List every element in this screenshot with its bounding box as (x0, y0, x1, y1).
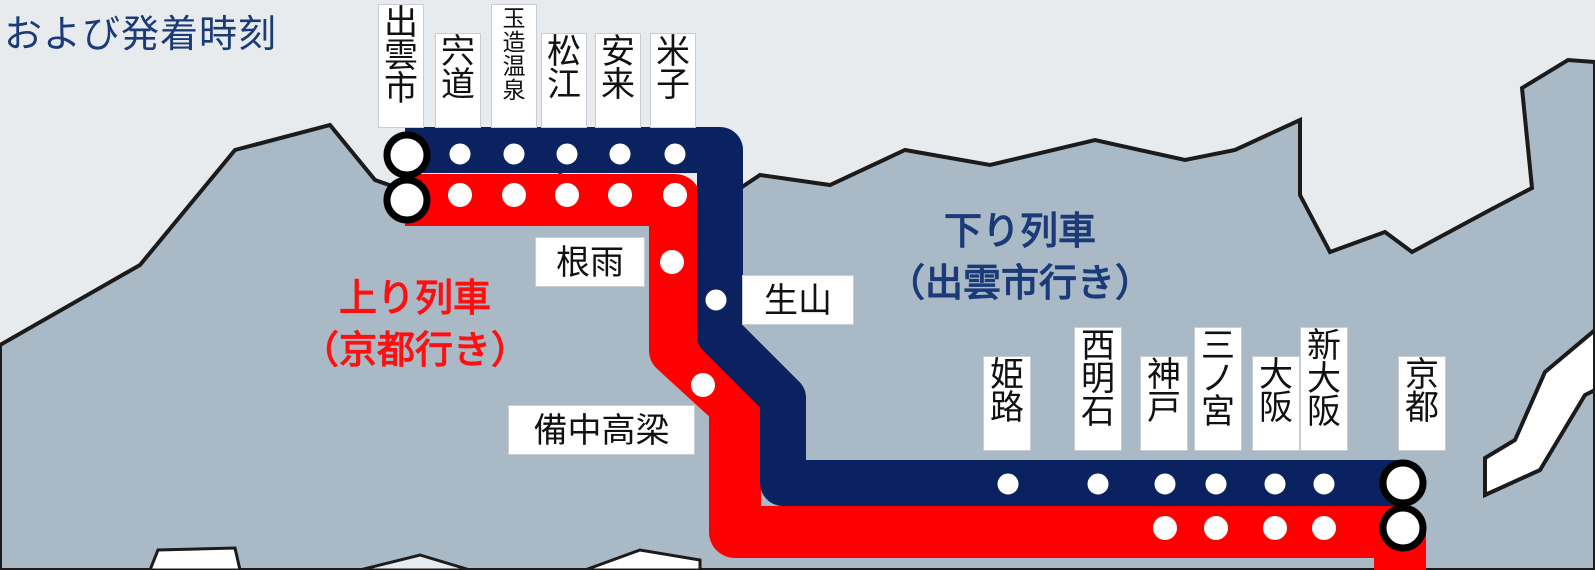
down-dot-tamatsukuri (498, 138, 530, 170)
station-name: 神戸 (1147, 356, 1181, 428)
major-station-izumoshi-up (383, 176, 431, 224)
major-station-kyoto-down (1379, 459, 1427, 507)
down-dot-nishiakashi (1082, 468, 1114, 500)
up-dot-neu (660, 250, 684, 274)
land-fragment-bottom (148, 546, 242, 570)
up-dot-shinji (448, 183, 472, 207)
up-dot-shinosaka (1312, 516, 1336, 540)
down-train-title: 下り列車 (943, 209, 1096, 253)
down-dot-kobe (1149, 468, 1181, 500)
station-label-osaka: 大阪 (1252, 356, 1300, 451)
island-right (1483, 327, 1595, 499)
station-name: 備中高梁 (533, 411, 670, 451)
station-label-bitchutakahashi: 備中高梁 (508, 405, 695, 455)
station-label-tamatsukuri: 玉造温泉 (491, 4, 537, 128)
up-dot-sannomiya (1204, 516, 1228, 540)
station-name: 姫路 (990, 356, 1024, 428)
up-dot-kobe (1153, 516, 1177, 540)
down-train-label: 下り列車 （出雲市行き） (885, 205, 1155, 309)
up-dot-matsue (555, 183, 579, 207)
station-label-neu: 根雨 (535, 237, 645, 287)
station-name: 三ノ宮 (1201, 327, 1235, 432)
up-train-destination: （京都行き） (300, 328, 529, 372)
up-train-label: 上り列車 （京都行き） (300, 272, 530, 376)
station-label-kobe: 神戸 (1140, 356, 1188, 451)
down-train-destination: （出雲市行き） (886, 261, 1153, 305)
up-dot-yasugi (608, 183, 632, 207)
station-label-matsue: 松江 (541, 33, 587, 128)
station-name: 宍道 (441, 33, 475, 105)
station-label-shinji: 宍道 (435, 33, 481, 128)
station-label-himeji: 姫路 (983, 356, 1031, 451)
station-name: 安来 (601, 33, 635, 105)
down-dot-himeji (992, 468, 1024, 500)
station-name: 京都 (1405, 356, 1439, 428)
station-label-kyoto: 京都 (1398, 356, 1446, 451)
up-dot-bitchutakahashi (691, 373, 715, 397)
station-name: 松江 (547, 33, 581, 105)
down-dot-yasugi (604, 138, 636, 170)
station-name: 西明石 (1081, 327, 1115, 432)
station-label-yasugi: 安来 (595, 33, 641, 128)
down-dot-shinji (444, 138, 476, 170)
major-station-kyoto-up (1379, 504, 1427, 552)
station-name: 玉造温泉 (502, 6, 526, 104)
up-train-title: 上り列車 (338, 276, 491, 320)
major-station-izumoshi-down (383, 131, 431, 179)
station-name: 新大阪 (1307, 327, 1341, 432)
down-dot-osaka (1259, 468, 1291, 500)
down-dot-yonago (659, 138, 691, 170)
down-dot-matsue (551, 138, 583, 170)
station-name: 出雲市 (384, 4, 418, 109)
station-label-shoyama: 生山 (742, 275, 854, 325)
down-dot-sannomiya (1200, 468, 1232, 500)
station-label-nishiakashi: 西明石 (1074, 327, 1122, 451)
station-name: 米子 (656, 33, 690, 105)
station-label-sannomiya: 三ノ宮 (1194, 327, 1242, 451)
up-dot-osaka (1263, 516, 1287, 540)
station-name: 大阪 (1259, 356, 1293, 428)
station-name: 生山 (764, 281, 832, 321)
down-dot-shoyama (700, 284, 732, 316)
land-fragment-bottom-2 (359, 553, 471, 570)
station-label-shinosaka: 新大阪 (1300, 327, 1348, 451)
down-dot-shinosaka (1308, 468, 1340, 500)
page-heading: および発着時刻 (4, 12, 278, 56)
up-dot-yonago (663, 183, 687, 207)
up-dot-tamatsukuri (502, 183, 526, 207)
station-label-yonago: 米子 (650, 33, 696, 128)
land-fragment-bottom-3 (584, 548, 702, 570)
station-name: 根雨 (556, 243, 624, 283)
station-label-izumoshi: 出雲市 (378, 4, 424, 128)
